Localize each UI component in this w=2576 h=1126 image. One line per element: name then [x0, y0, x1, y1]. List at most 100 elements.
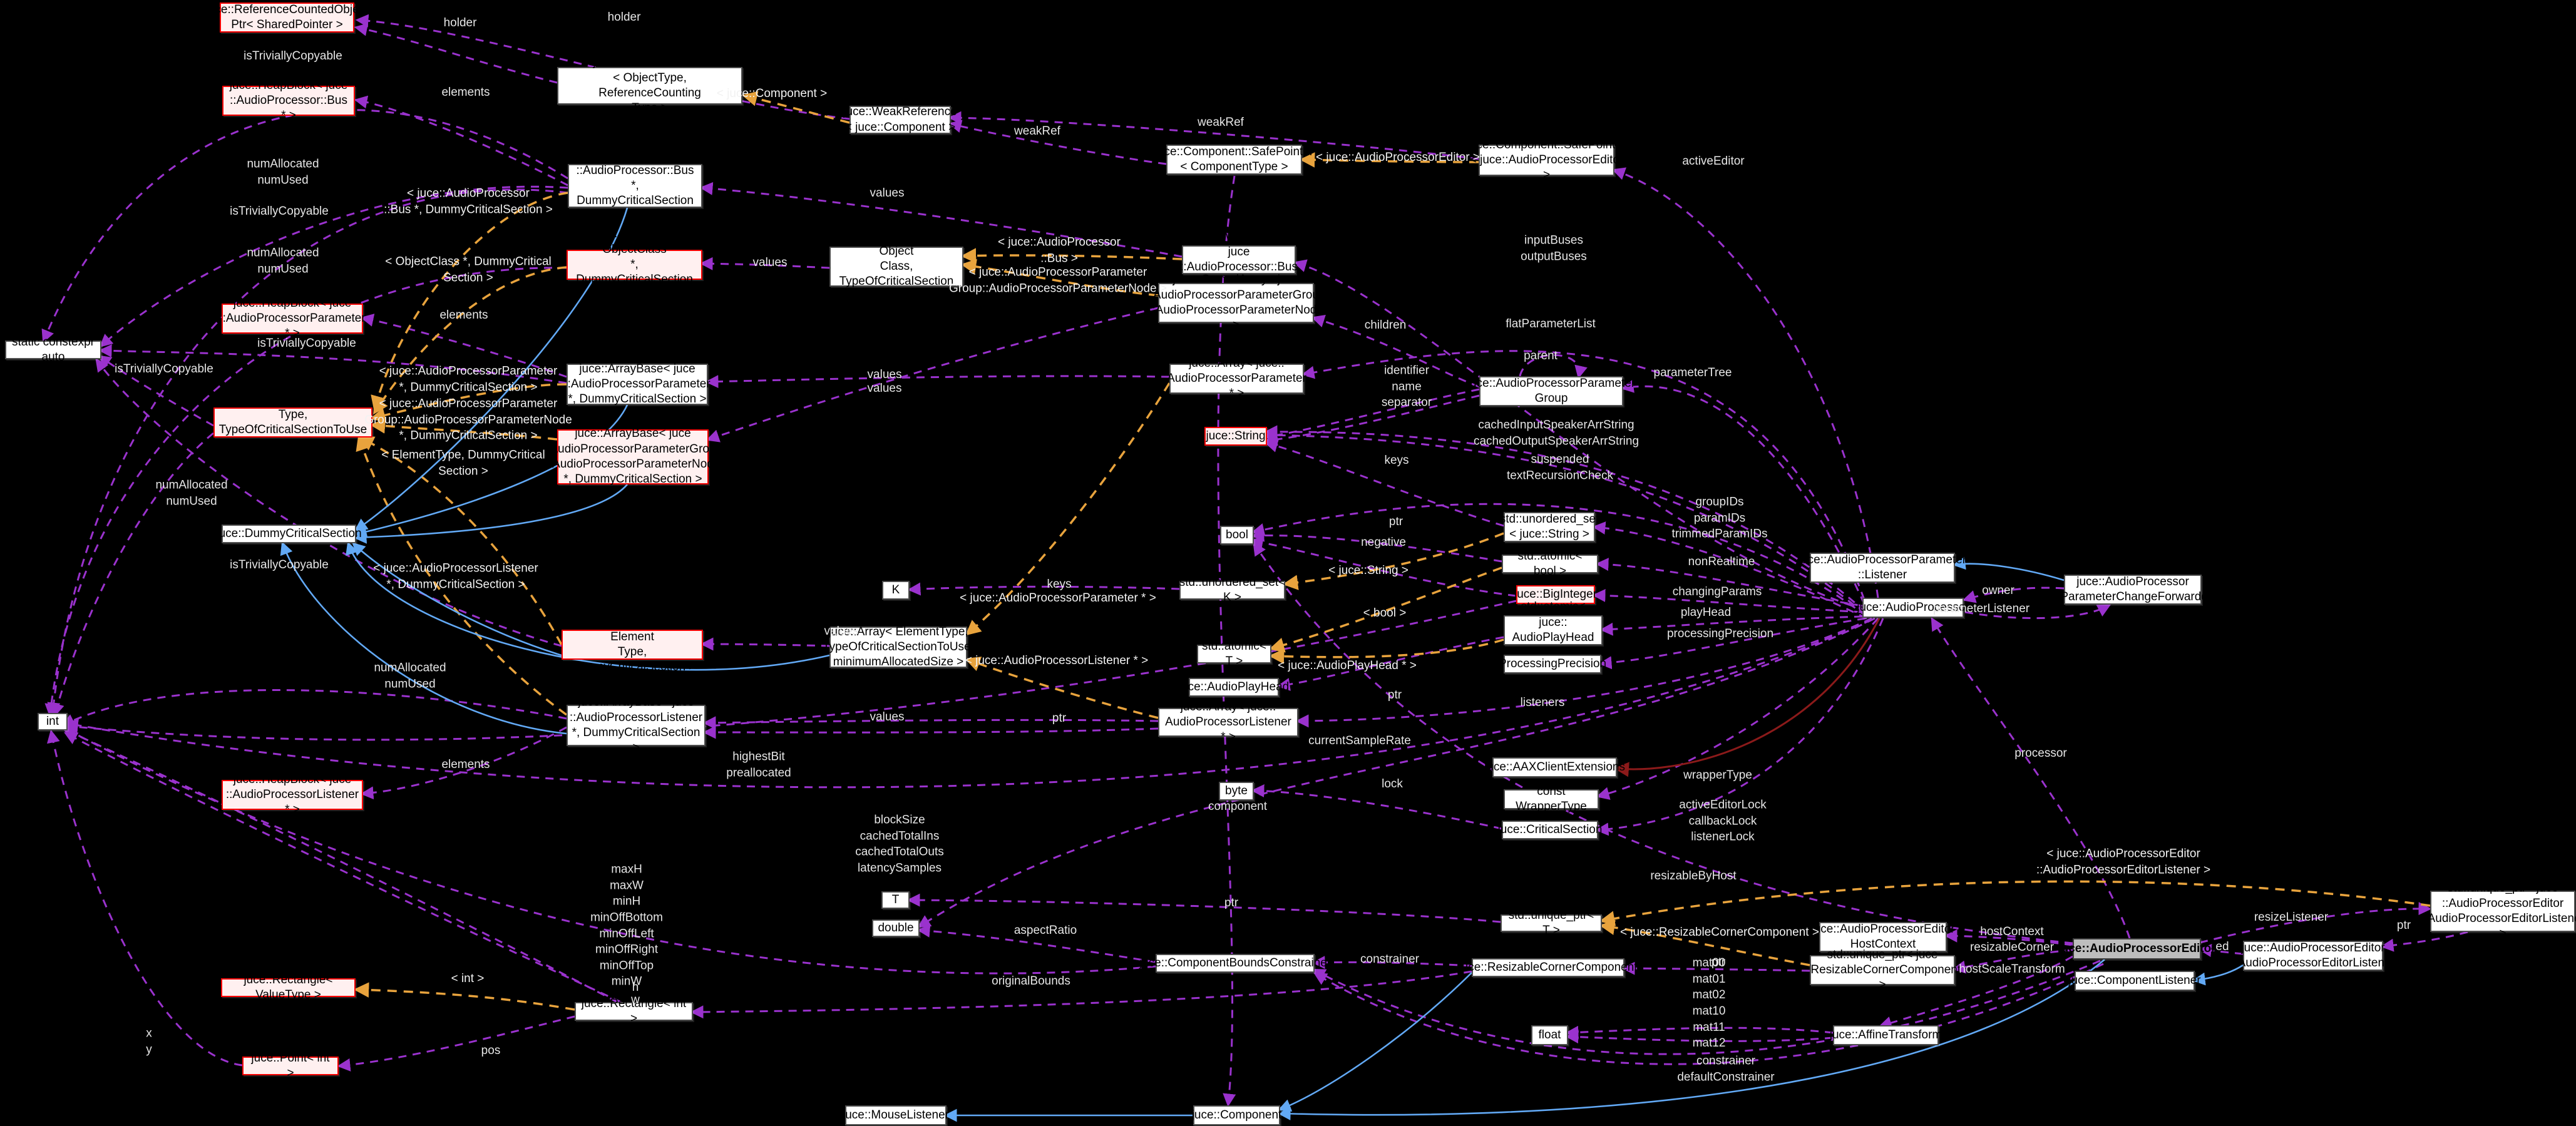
node-point-int[interactable]: juce::Point< int > — [242, 1052, 339, 1080]
node-component[interactable]: juce::Component — [1192, 1105, 1281, 1125]
node-arraybase-objectclass[interactable]: juce::ArrayBase< ObjectClass *, DummyCri… — [567, 227, 702, 301]
node-criticalsection[interactable]: juce::CriticalSection — [1498, 821, 1602, 839]
template-label-listener-dummy: < juce::AudioProcessorListener *, DummyC… — [373, 561, 538, 591]
node-unordered-set-k[interactable]: std::unordered_set< K > — [1179, 576, 1286, 604]
edge-label-constrainer: constrainer — [1360, 953, 1419, 966]
edge-label-values-1: values — [870, 187, 905, 200]
node-label: std::unordered_set< K > — [1179, 575, 1286, 604]
node-componentlistener[interactable]: juce::ComponentListener — [2068, 971, 2201, 991]
edge-label-keys-1: keys — [1384, 454, 1409, 468]
node-ownedarray-template[interactable]: juce::OwnedArray< Object Class, TypeOfCr… — [829, 229, 963, 303]
node-safepointer-audioprocessoreditor[interactable]: juce::Component::SafePointer < juce::Aud… — [1467, 138, 1626, 182]
node-label: byte — [1225, 784, 1248, 797]
node-parameterchangeforwarder[interactable]: juce::AudioProcessor ::ParameterChangeFo… — [2054, 575, 2212, 605]
node-ownedarray-bus[interactable]: juce::OwnedArray< juce ::AudioProcessor:… — [1180, 230, 1298, 289]
node-unique-ptr-editorlistener[interactable]: std::unique_ptr< juce ::AudioProcessorEd… — [2421, 881, 2576, 940]
node-t[interactable]: T — [881, 891, 910, 909]
node-label: static constexpr auto — [12, 335, 95, 364]
node-componentboundsconstrainer[interactable]: juce::ComponentBoundsConstrainer — [1139, 954, 1331, 973]
edge-label-children: children — [1364, 319, 1407, 332]
node-heapblock-listener[interactable]: juce::HeapBlock< juce ::AudioProcessorLi… — [222, 773, 363, 816]
node-arraybase-listener[interactable]: juce::ArrayBase< juce ::AudioProcessorLi… — [567, 695, 706, 754]
node-mouselistener[interactable]: juce::MouseListener — [843, 1105, 949, 1125]
node-array-template[interactable]: juce::Array< ElementType, TypeOfCritical… — [823, 625, 974, 669]
edge-label-values-4: values — [867, 382, 902, 396]
node-arraybase-parameter[interactable]: juce::ArrayBase< juce ::AudioProcessorPa… — [564, 362, 710, 406]
template-label-nodegroup: < juce::AudioProcessorParameter Group::A… — [949, 265, 1167, 295]
node-label: juce::HeapBlock< juce ::AudioProcessor::… — [229, 78, 348, 123]
node-k[interactable]: K — [882, 581, 910, 600]
node-label: std::unique_ptr< juce ::AudioProcessorEd… — [2421, 881, 2576, 941]
node-label: juce::ArrayBase< juce ::AudioProcessorLi… — [569, 695, 703, 755]
node-array-audioprocessorlistener[interactable]: juce::Array< juce:: AudioProcessorListen… — [1158, 700, 1298, 744]
edge-label-mats: mat00 mat01 mat02 mat10 mat11 mat12 — [1692, 956, 1726, 1050]
node-byte[interactable]: byte — [1219, 782, 1254, 801]
node-label: juce::CriticalSection — [1497, 822, 1603, 836]
node-audioplayhead[interactable]: juce::AudioPlayHead — [1179, 678, 1289, 697]
edge-separator — [1264, 394, 1480, 446]
node-unique-ptr-resizablecorner[interactable]: std::unique_ptr< juce ::ResizableCornerC… — [1804, 948, 1961, 992]
node-const-wrappertype[interactable]: const WrapperType — [1504, 785, 1599, 813]
node-unique-ptr-t[interactable]: std::unique_ptr< T > — [1501, 909, 1602, 937]
node-label: juce::BigInteger — [1514, 587, 1598, 601]
node-label: juce::AudioProcessorEditor — [2058, 941, 2216, 955]
edge-label-highestbit: highestBit preallocated — [726, 750, 791, 779]
edge-label-parametertree: parameterTree — [1653, 366, 1732, 380]
edge-label-aspectratio: aspectRatio — [1013, 924, 1077, 938]
node-atomic-bool[interactable]: std::atomic< bool > — [1502, 550, 1598, 578]
edge-label-owner: owner — [1982, 584, 2014, 598]
template-label-objectclass: < ObjectClass *, DummyCritical Section > — [385, 255, 552, 284]
node-heapblock-parameter[interactable]: juce::HeapBlock< juce ::AudioProcessorPa… — [219, 297, 365, 340]
node-label: juce::OwnedArray< Object Class, TypeOfCr… — [839, 229, 954, 304]
node-rectangle-valuetype[interactable]: juce::Rectangle< ValueType > — [221, 973, 356, 1001]
node-processingprecision[interactable]: ProcessingPrecision — [1499, 655, 1606, 673]
node-arraybase-parameternode[interactable]: juce::ArrayBase< juce ::AudioProcessorPa… — [543, 427, 722, 486]
node-audioprocessorparameter-listener[interactable]: juce::AudioProcessorParameter ::Listener — [1799, 553, 1966, 583]
node-float[interactable]: float — [1531, 1025, 1568, 1045]
node-unordered-set-string[interactable]: std::unordered_set < juce::String > — [1500, 512, 1599, 542]
node-safepointer-template[interactable]: juce::Component::SafePointer < Component… — [1155, 145, 1313, 175]
template-label-parameter: < juce::AudioProcessorParameter *, Dummy… — [379, 364, 558, 394]
node-int[interactable]: int — [38, 713, 68, 730]
node-aaxclientextensions[interactable]: juce::AAXClientExtensions — [1484, 757, 1625, 777]
node-double[interactable]: double — [872, 919, 920, 937]
edge-label-elements-3: elements — [441, 758, 490, 772]
node-reference-counted-object-ptr[interactable]: juce::ReferenceCountedObject Ptr< Shared… — [206, 3, 368, 33]
template-label-bus-dummy: < juce::AudioProcessor ::Bus *, DummyCri… — [384, 187, 553, 216]
node-audioprocessorparametergroup[interactable]: juce::AudioProcessorParameter Group — [1467, 376, 1635, 406]
node-label: juce::Component::SafePointer < Component… — [1154, 145, 1314, 173]
edge-numallocated-4 — [61, 689, 567, 727]
edge-lock — [1251, 784, 1502, 830]
node-label: juce::AudioProcessorParameter ::Listener — [1798, 553, 1967, 581]
node-hostcontext[interactable]: juce::AudioProcessorEditor HostContext — [1811, 922, 1955, 952]
node-string[interactable]: juce::String — [1204, 427, 1267, 446]
node-array-audioprocessorparameter[interactable]: juce::Array< juce:: AudioProcessorParame… — [1167, 357, 1306, 401]
node-biginteger[interactable]: juce::BigInteger — [1514, 585, 1598, 604]
node-weakreference-template[interactable]: juce::WeakReference < ObjectType, Refere… — [557, 56, 742, 115]
node-label: float — [1538, 1028, 1561, 1042]
node-rectangle-int[interactable]: juce::Rectangle< int > — [575, 997, 693, 1025]
edge-label-negative: negative — [1361, 536, 1406, 550]
edge-label-suspended: suspended textRecursionCheck — [1506, 453, 1614, 482]
node-arraybase-elementtype-template[interactable]: juce::ArrayBase< Element Type, TypeOfCri… — [213, 392, 372, 451]
node-affinetransform[interactable]: juce::AffineTransform — [1830, 1025, 1942, 1045]
node-audioprocessor[interactable]: juce::AudioProcessor — [1857, 598, 1969, 618]
node-atomic-t[interactable]: std::atomic< T > — [1197, 640, 1271, 668]
node-audioprocessoreditorlistener[interactable]: juce::AudioProcessorEditor ::AudioProces… — [2231, 941, 2395, 971]
node-label: std::atomic< T > — [1202, 639, 1266, 668]
node-resizablecornercomponent[interactable]: juce::ResizableCornerComponent — [1459, 958, 1638, 977]
node-ownedarray-parameternode[interactable]: juce::OwnedArray< juce ::AudioProcessorP… — [1146, 273, 1325, 332]
node-dummycriticalsection[interactable]: juce::DummyCriticalSection — [216, 525, 362, 543]
node-weakreference-component[interactable]: juce::WeakReference < juce::Component > — [843, 105, 957, 134]
node-audioprocessoreditor[interactable]: juce::AudioProcessorEditor — [2058, 938, 2216, 960]
node-arraybase-elementtype-dummy[interactable]: juce::ArrayBase< Element Type, DummyCrit… — [562, 615, 703, 673]
node-label: juce::AudioProcessor — [1857, 600, 1969, 614]
node-static-constexpr-auto[interactable]: static constexpr auto — [5, 335, 101, 364]
edge-holder-2 — [354, 23, 558, 84]
node-atomic-audioplayhead[interactable]: std::atomic< juce:: AudioPlayHead * > — [1504, 600, 1603, 659]
edge-label-cachedspeaker: cachedInputSpeakerArrString cachedOutput… — [1473, 418, 1640, 448]
node-heapblock-bus[interactable]: juce::HeapBlock< juce ::AudioProcessor::… — [222, 79, 355, 122]
node-arraybase-bus[interactable]: juce::ArrayBase< juce ::AudioProcessor::… — [568, 148, 702, 222]
node-bool[interactable]: bool — [1220, 526, 1254, 545]
edge-label-resizelistener: resizeListener — [2254, 911, 2329, 924]
